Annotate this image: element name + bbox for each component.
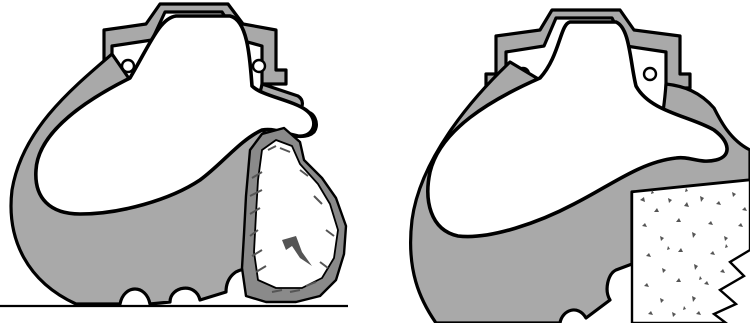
curb — [632, 180, 750, 323]
right-rim-hole-right — [644, 68, 656, 80]
rock — [242, 128, 346, 302]
left-rim-hole-right — [253, 60, 265, 72]
right-panel — [411, 10, 750, 323]
left-panel — [0, 4, 348, 306]
